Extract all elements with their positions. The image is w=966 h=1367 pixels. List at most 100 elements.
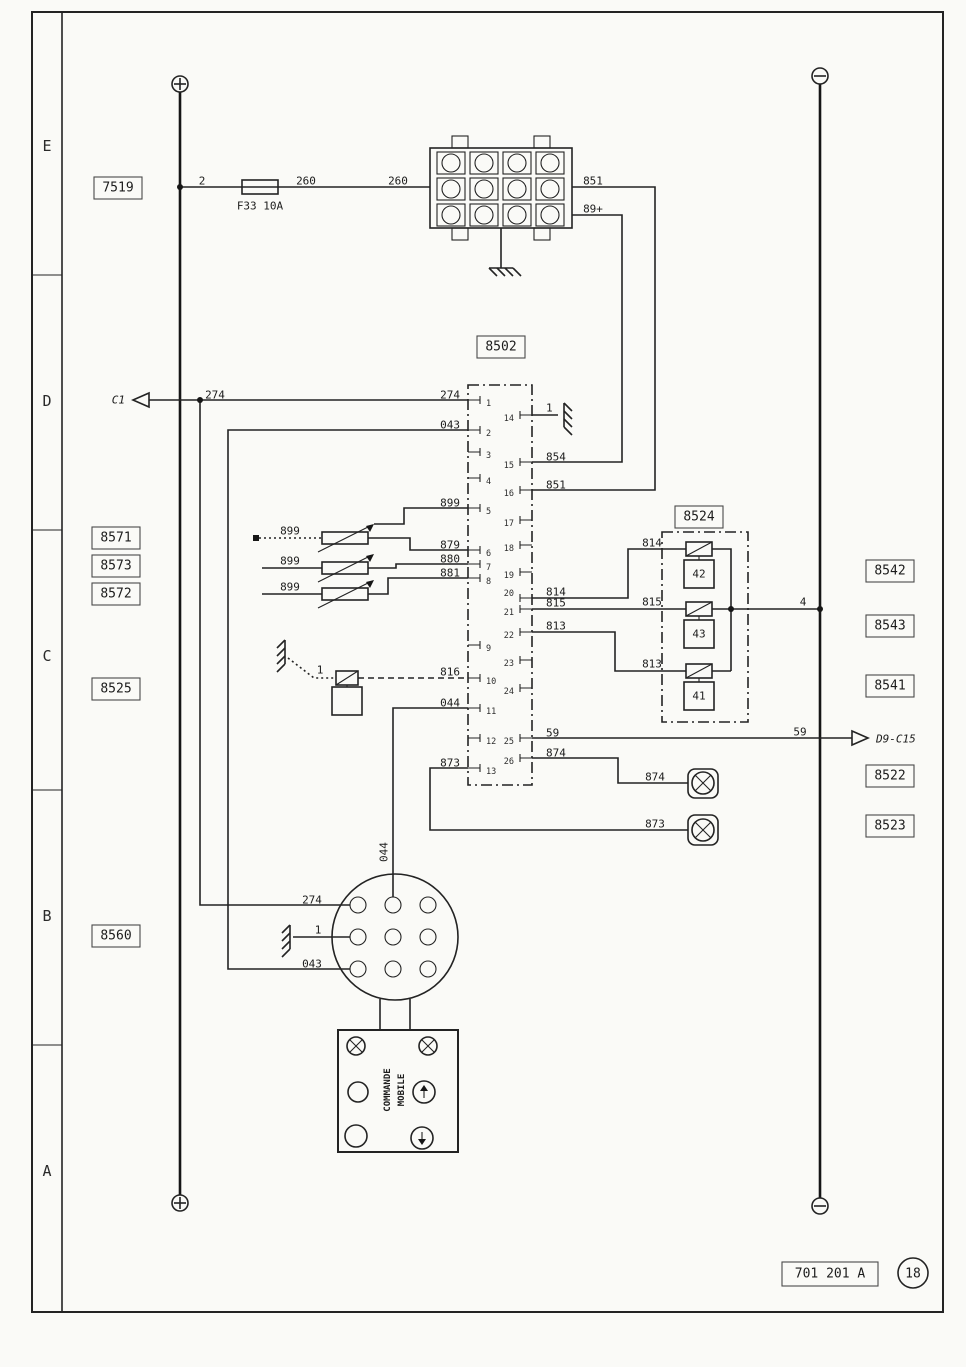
buzzer-component <box>331 670 363 716</box>
bus-positive <box>171 75 189 1212</box>
connector-block-8502: 1 2 3 4 5 6 7 8 9 10 11 12 13 14 15 16 1… <box>467 384 533 786</box>
junction-dot <box>728 606 734 612</box>
wire-label-813: 813 <box>546 620 566 633</box>
pin-number: 16 <box>504 489 514 499</box>
pin-number: 2 <box>486 429 491 439</box>
wire-274-branch <box>199 400 350 906</box>
pin-number: 24 <box>504 687 514 697</box>
pin-number: 9 <box>486 644 491 654</box>
wire-1-buzzer <box>287 657 336 679</box>
sheet-number: 18 <box>897 1257 929 1289</box>
wire-label-044: 044 <box>378 842 391 862</box>
ground-symbol-buzzer <box>276 639 286 673</box>
pin-number: 4 <box>486 477 491 487</box>
ground-symbol-connector <box>281 924 291 958</box>
wire-label-899: 899 <box>280 525 300 538</box>
fuse-symbol: F33 10A <box>237 179 284 213</box>
wire-label-59: 59 <box>546 727 559 740</box>
screw-icon <box>346 1036 366 1056</box>
wire-label-813: 813 <box>642 658 662 671</box>
wire-label-851: 851 <box>546 479 566 492</box>
wire-label-851: 851 <box>583 175 603 188</box>
wire-label-814: 814 <box>546 586 566 599</box>
wire-label-043: 043 <box>440 419 460 432</box>
pin-number: 15 <box>504 461 514 471</box>
wire-880 <box>368 563 468 569</box>
wire-label-854: 854 <box>546 451 566 464</box>
pin-number: 1 <box>486 399 491 409</box>
zone-letter-e: E <box>42 137 51 155</box>
module-button <box>344 1124 368 1148</box>
ground-symbol-pin14 <box>563 402 573 436</box>
wire-873 <box>429 767 688 831</box>
potentiometer-2 <box>317 554 374 583</box>
pin-numbers: 1 2 3 4 5 6 7 8 9 10 11 12 13 14 15 16 1… <box>486 399 514 777</box>
wire-881 <box>368 577 468 595</box>
lamp-874 <box>687 768 719 799</box>
wire-label-274: 274 <box>205 389 225 402</box>
top-connector-cells <box>436 151 565 227</box>
wire-label-874: 874 <box>546 747 566 760</box>
module-label-line1: COMMANDE <box>383 1068 393 1111</box>
component-box-8524-label: 8524 <box>683 510 714 525</box>
pin-number: 13 <box>486 767 496 777</box>
component-boxes: 7519 8502 8524 8571 8573 8572 8525 8560 <box>91 176 915 948</box>
pin-number: 18 <box>504 544 514 554</box>
wire-label-1: 1 <box>546 402 553 415</box>
potentiometer-3 <box>317 580 374 609</box>
pin-stubs-left <box>468 396 481 772</box>
component-box-8525: 8525 <box>91 677 141 701</box>
arrow-c1: C1 <box>112 391 150 409</box>
component-box-8524: 8524 <box>674 505 724 529</box>
wire-label-260: 260 <box>388 175 408 188</box>
component-box-8523-label: 8523 <box>874 819 905 834</box>
wire-label-89plus: 89+ <box>583 203 603 216</box>
pin-number: 11 <box>486 707 496 717</box>
pin-number: 12 <box>486 737 496 747</box>
pin-number: 10 <box>486 677 496 687</box>
control-module: COMMANDE MOBILE <box>337 1029 459 1153</box>
wire-label-880: 880 <box>440 553 460 566</box>
component-box-8541: 8541 <box>865 674 915 698</box>
pin-number: 3 <box>486 451 491 461</box>
zone-letter-b: B <box>42 907 51 925</box>
relay-42: 42 <box>683 541 715 589</box>
component-box-8502-label: 8502 <box>485 340 516 355</box>
pin-number: 7 <box>486 563 491 573</box>
relay-42-label: 42 <box>692 568 705 581</box>
component-box-8573: 8573 <box>91 554 141 578</box>
relay-block-8524: 42 43 41 <box>661 531 749 723</box>
pin-number: 23 <box>504 659 514 669</box>
wire-label-1: 1 <box>315 924 322 937</box>
wire-label-1: 1 <box>317 664 324 677</box>
wire-label-899: 899 <box>440 497 460 510</box>
component-box-8560-label: 8560 <box>100 929 131 944</box>
component-box-8573-label: 8573 <box>100 559 131 574</box>
zone-letter-c: C <box>42 647 51 665</box>
relay-41-label: 41 <box>692 690 705 703</box>
component-box-8542-label: 8542 <box>874 564 905 579</box>
component-box-8542: 8542 <box>865 559 915 583</box>
wire-879 <box>368 537 468 551</box>
arrow-up-icon <box>412 1080 436 1104</box>
arrow-down-icon <box>410 1126 434 1150</box>
wires <box>149 184 852 1030</box>
fuse-label: F33 10A <box>237 200 284 213</box>
wire-813 <box>532 631 686 672</box>
pin-number: 8 <box>486 577 491 587</box>
component-box-8543-label: 8543 <box>874 619 905 634</box>
arrow-c1-label: C1 <box>112 394 125 407</box>
wire-label-873: 873 <box>645 818 665 831</box>
relay-43-label: 43 <box>692 628 705 641</box>
wire-label-59: 59 <box>793 726 806 739</box>
wire-relay-common-vert <box>712 548 732 671</box>
doc-ref-box: 701 201 A <box>781 1261 879 1287</box>
wire-label-2: 2 <box>199 175 206 188</box>
potentiometer-group <box>253 524 374 609</box>
doc-ref-label: 701 201 A <box>795 1267 866 1282</box>
component-box-8571-label: 8571 <box>100 531 131 546</box>
relay-43: 43 <box>683 601 715 649</box>
arrow-d9c15-label: D9-C15 <box>875 733 916 746</box>
wire-814 <box>532 548 686 599</box>
